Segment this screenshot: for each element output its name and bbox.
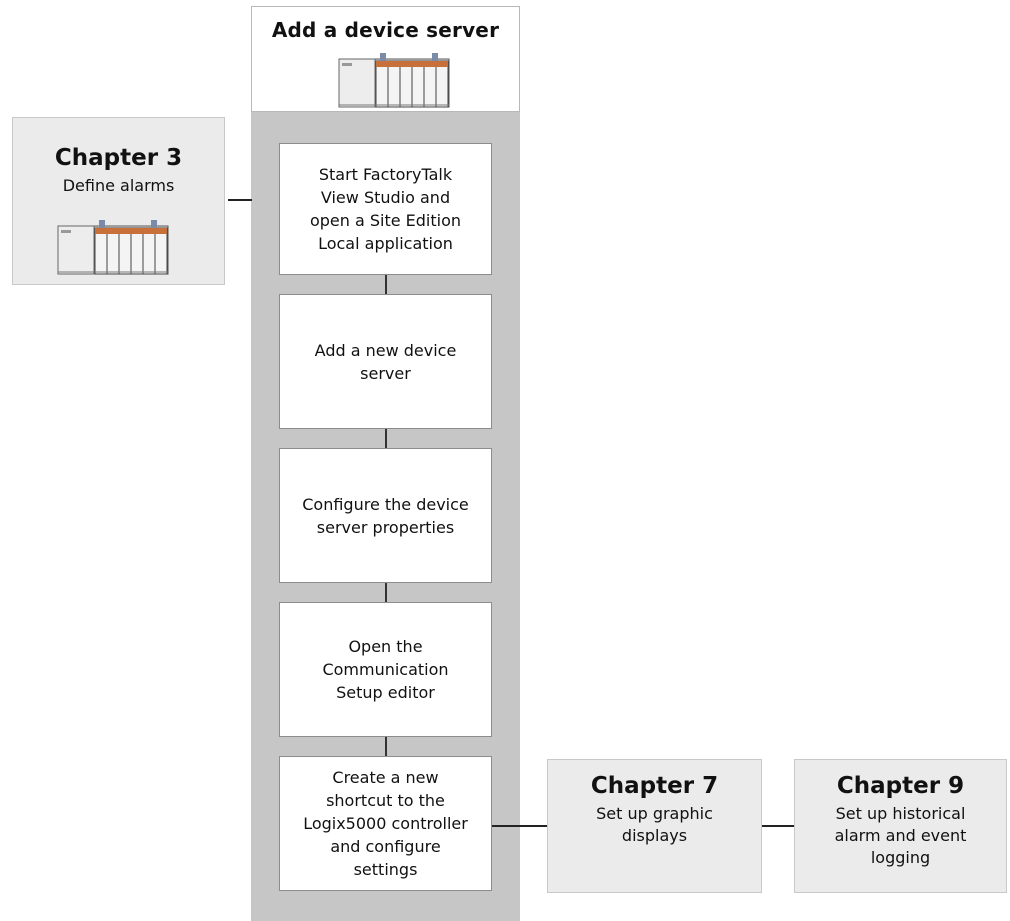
- connector-line: [385, 275, 387, 294]
- step-label: Configure the device server properties: [302, 494, 469, 537]
- step-create-shortcut: Create a new shortcut to the Logix5000 c…: [279, 756, 492, 891]
- chapter-7-box: Chapter 7 Set up graphic displays: [547, 759, 762, 893]
- chapter-subtitle: Set up historical alarm and event loggin…: [834, 804, 967, 867]
- chapter-7-connector: [492, 825, 548, 827]
- chapter-title: Chapter 9: [836, 773, 965, 799]
- chapter-3-box: Chapter 3 Define alarms: [12, 117, 225, 285]
- controller-chassis-icon: [338, 53, 450, 108]
- connector-line: [385, 583, 387, 602]
- chapter-subtitle: Set up graphic displays: [596, 804, 713, 845]
- chapter-3-connector: [228, 199, 252, 201]
- step-add-device-server: Add a new device server: [279, 294, 492, 429]
- step-configure-properties: Configure the device server properties: [279, 448, 492, 583]
- step-start-studio: Start FactoryTalk View Studio and open a…: [279, 143, 492, 275]
- controller-chassis-icon: [57, 220, 169, 275]
- workflow-header: Add a device server: [251, 6, 520, 112]
- chapter-9-connector: [762, 825, 795, 827]
- chapter-title: Chapter 7: [590, 773, 719, 799]
- step-label: Open the Communication Setup editor: [322, 637, 449, 702]
- chapter-subtitle: Define alarms: [62, 176, 175, 195]
- step-open-communication-setup: Open the Communication Setup editor: [279, 602, 492, 737]
- step-label: Create a new shortcut to the Logix5000 c…: [303, 768, 468, 879]
- workflow-title: Add a device server: [271, 18, 500, 42]
- chapter-9-box: Chapter 9 Set up historical alarm and ev…: [794, 759, 1007, 893]
- connector-line: [385, 429, 387, 448]
- step-label: Add a new device server: [314, 340, 457, 383]
- chapter-title: Chapter 3: [54, 145, 183, 171]
- step-label: Start FactoryTalk View Studio and open a…: [309, 165, 462, 253]
- connector-line: [385, 737, 387, 756]
